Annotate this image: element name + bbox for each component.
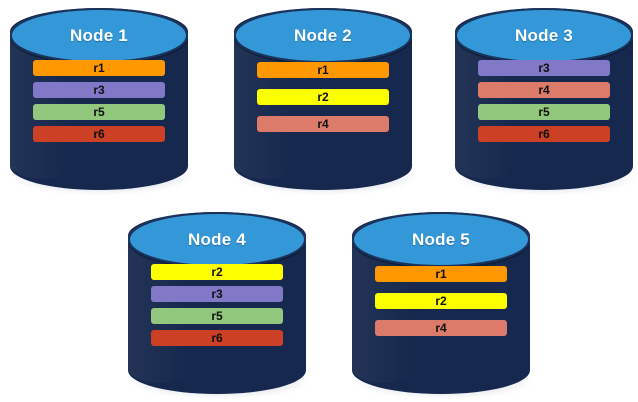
replica-stack: r1 r2 r4 xyxy=(352,266,530,336)
replica-bar[interactable]: r1 xyxy=(257,62,389,78)
replica-bar[interactable]: r2 xyxy=(151,264,283,280)
replica-bar[interactable]: r6 xyxy=(478,126,610,142)
replica-bar[interactable]: r3 xyxy=(151,286,283,302)
replica-label: r6 xyxy=(538,127,550,141)
replica-stack: r2 r3 r5 r6 xyxy=(128,264,306,346)
node-cylinder-top: Node 4 xyxy=(128,212,306,267)
database-node[interactable]: Node 2 r1 r2 r4 xyxy=(234,8,414,194)
replica-bar[interactable]: r4 xyxy=(375,320,507,336)
replica-label: r3 xyxy=(538,61,550,75)
node-cylinder-top: Node 1 xyxy=(10,8,188,63)
database-node[interactable]: Node 3 r3 r4 r5 r6 xyxy=(455,8,635,194)
database-node[interactable]: Node 1 r1 r3 r5 r6 xyxy=(10,8,190,194)
replica-stack: r3 r4 r5 r6 xyxy=(455,60,633,142)
replica-label: r5 xyxy=(538,105,550,119)
replica-bar[interactable]: r5 xyxy=(151,308,283,324)
replica-label: r1 xyxy=(317,63,329,77)
database-node[interactable]: Node 4 r2 r3 r5 r6 xyxy=(128,212,308,398)
replica-bar[interactable]: r4 xyxy=(478,82,610,98)
node-cylinder-top: Node 3 xyxy=(455,8,633,63)
replica-label: r3 xyxy=(93,83,105,97)
replica-stack: r1 r2 r4 xyxy=(234,62,412,132)
replica-label: r3 xyxy=(211,287,223,301)
replica-label: r4 xyxy=(317,117,329,131)
replica-bar[interactable]: r1 xyxy=(375,266,507,282)
node-title: Node 3 xyxy=(515,26,573,46)
replica-bar[interactable]: r6 xyxy=(151,330,283,346)
replica-label: r2 xyxy=(211,265,223,279)
replica-label: r2 xyxy=(317,90,329,104)
replica-bar[interactable]: r5 xyxy=(33,104,165,120)
replica-label: r6 xyxy=(93,127,105,141)
replica-bar[interactable]: r6 xyxy=(33,126,165,142)
node-title: Node 4 xyxy=(188,230,246,250)
node-title: Node 5 xyxy=(412,230,470,250)
replica-label: r4 xyxy=(538,83,550,97)
replica-bar[interactable]: r4 xyxy=(257,116,389,132)
replica-label: r4 xyxy=(435,321,447,335)
replica-label: r6 xyxy=(211,331,223,345)
replica-bar[interactable]: r1 xyxy=(33,60,165,76)
replica-label: r2 xyxy=(435,294,447,308)
replica-label: r1 xyxy=(435,267,447,281)
node-title: Node 1 xyxy=(70,26,128,46)
replica-label: r5 xyxy=(93,105,105,119)
node-title: Node 2 xyxy=(294,26,352,46)
replica-bar[interactable]: r3 xyxy=(478,60,610,76)
node-cylinder-top: Node 5 xyxy=(352,212,530,267)
replica-bar[interactable]: r5 xyxy=(478,104,610,120)
replica-bar[interactable]: r2 xyxy=(375,293,507,309)
replica-label: r1 xyxy=(93,61,105,75)
replica-bar[interactable]: r3 xyxy=(33,82,165,98)
replica-stack: r1 r3 r5 r6 xyxy=(10,60,188,142)
replica-label: r5 xyxy=(211,309,223,323)
database-node[interactable]: Node 5 r1 r2 r4 xyxy=(352,212,532,398)
node-cylinder-top: Node 2 xyxy=(234,8,412,63)
replica-bar[interactable]: r2 xyxy=(257,89,389,105)
